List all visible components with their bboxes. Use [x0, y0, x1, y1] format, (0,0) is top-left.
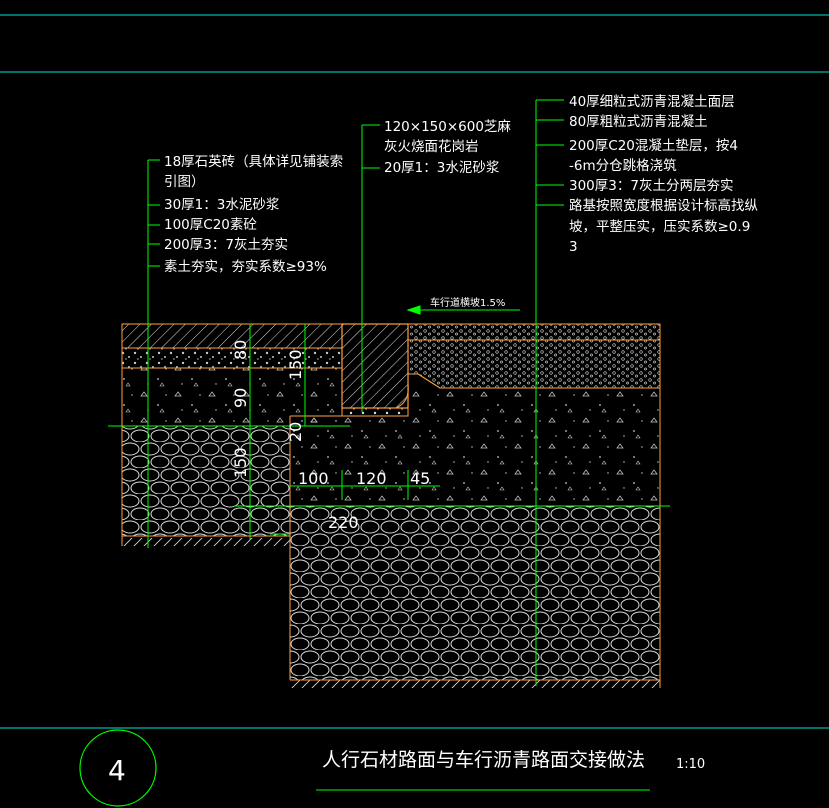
compacted-soil-strip [122, 538, 290, 546]
detail-number-circle [79, 729, 157, 807]
lime-soil-two-layers [290, 506, 660, 680]
slope-label: 车行道横坡1.5% [430, 296, 505, 309]
dim-100: 100 [298, 469, 329, 488]
sidewalk-callout-3: 30厚1：3水泥砂浆 [164, 197, 280, 213]
coarse-asphalt-layer [407, 339, 661, 389]
roadway-section [290, 323, 661, 688]
detail-number: 4 [108, 754, 126, 787]
fine-asphalt-layer [407, 323, 661, 341]
sidewalk-callout-5: 200厚3：7灰土夯实 [164, 237, 288, 253]
dim-80: 80 [231, 340, 250, 360]
roadway-callout-6: 路基按照宽度根据设计标高找纵 [569, 197, 758, 214]
roadway-callout-3: 200厚C20混凝土垫层，按4 [569, 138, 738, 154]
dim-20: 20 [286, 422, 305, 442]
sidewalk-callouts: 18厚石英砖（具体详见铺装索 引图） 30厚1：3水泥砂浆 100厚C20素砼 … [164, 153, 343, 275]
dim-150-base: 150 [231, 447, 250, 478]
dim-45: 45 [410, 469, 430, 488]
lime-soil-layer [122, 426, 290, 536]
curb-callout-2: 灰火烧面花岗岩 [384, 139, 479, 155]
roadway-callouts: 40厚细粒式沥青混凝土面层 80厚粗粒式沥青混凝土 200厚C20混凝土垫层，按… [569, 94, 758, 255]
sidewalk-callout-4: 100厚C20素砼 [164, 217, 257, 233]
sidewalk-callout-1: 18厚石英砖（具体详见铺装索 [164, 153, 343, 170]
leader-lines [147, 99, 564, 686]
drawing-scale: 1:10 [676, 757, 705, 772]
curb-mortar-bed [341, 407, 409, 417]
roadway-callout-2: 80厚粗粒式沥青混凝土 [569, 114, 708, 130]
roadway-callout-4: -6m分仓跳格浇筑 [569, 158, 677, 174]
roadway-callout-5: 300厚3：7灰土分两层夯实 [569, 178, 733, 194]
curb-callout-3: 20厚1：3水泥砂浆 [384, 160, 500, 176]
granite-curb [289, 323, 409, 680]
curb-callouts: 120×150×600芝麻 灰火烧面花岗岩 20厚1：3水泥砂浆 [384, 119, 511, 176]
c20-concrete-base [408, 388, 660, 506]
roadway-callout-1: 40厚细粒式沥青混凝土面层 [569, 94, 735, 110]
subgrade-strip [290, 680, 660, 688]
dim-150-curb: 150 [286, 349, 305, 380]
dim-90: 90 [231, 388, 250, 408]
curb-callout-1: 120×150×600芝麻 [384, 119, 511, 135]
roadway-callout-8: 3 [569, 239, 578, 255]
sidewalk-callout-6: 素土夯实，夯实系数≥93% [164, 259, 327, 275]
dim-120: 120 [356, 469, 387, 488]
dim-220: 220 [328, 513, 359, 532]
drawing-title: 人行石材路面与车行沥青路面交接做法 [322, 749, 645, 771]
sidewalk-callout-2: 引图） [164, 174, 205, 190]
roadway-callout-7: 坡，平整压实，压实系数≥0.9 [569, 219, 750, 235]
